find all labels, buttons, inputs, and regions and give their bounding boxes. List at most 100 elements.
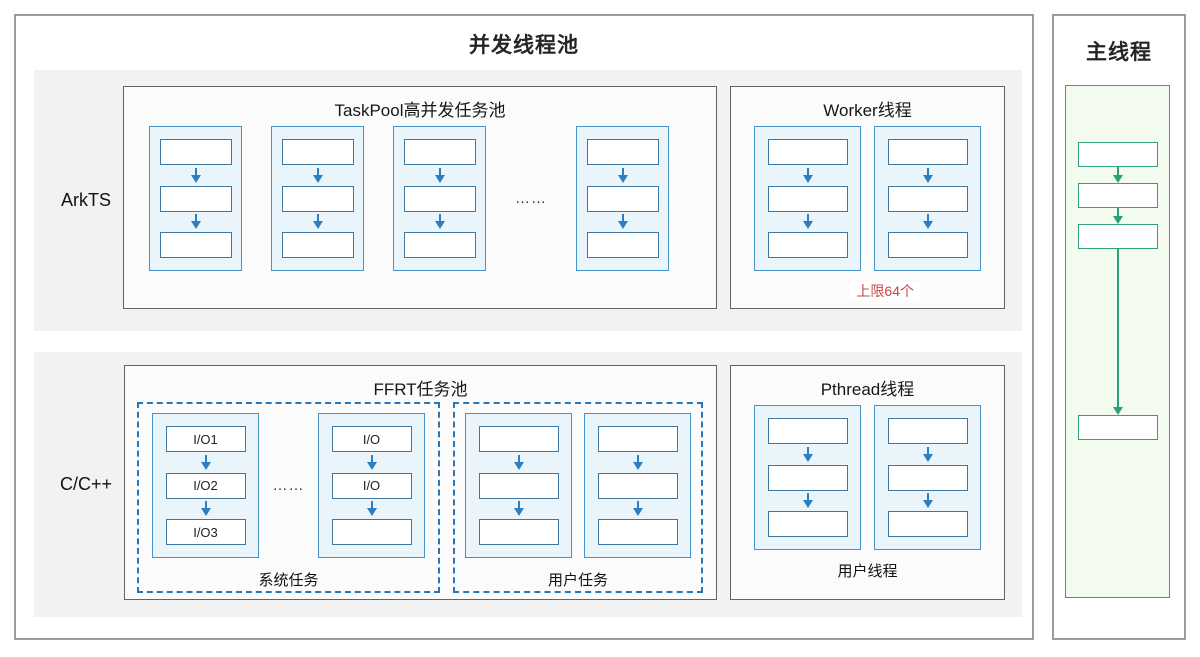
task-column [393,126,486,271]
task-cell [1077,415,1158,440]
arrow-down-icon [513,501,525,517]
task-cell [1077,183,1158,208]
arrow-down-icon [190,167,202,183]
ellipsis-text: …… [515,190,547,207]
task-cell [597,472,678,499]
system-tasks-label: 系统任务 [258,572,319,589]
task-column [754,405,861,550]
user-tasks-group: 用户任务 [453,402,703,593]
taskpool-title: TaskPool高并发任务池 [334,101,506,120]
concurrent-pool-panel: 并发线程池 ArkTS TaskPool高并发任务池 [14,14,1034,640]
task-cell [887,418,968,444]
pthread-columns [731,405,1004,550]
task-cell [887,139,968,165]
arrow-down-icon [190,214,202,230]
task-cell [1077,142,1158,167]
arkts-label: ArkTS [60,190,111,210]
main-thread-panel: 主线程 [1052,14,1186,640]
task-cell [887,511,968,537]
task-cell [478,472,559,499]
task-cell [586,139,659,165]
arrow-down-icon [1112,167,1124,183]
arrow-down-icon [513,454,525,470]
task-cell [887,232,968,258]
task-cell [887,185,968,212]
main-thread-lane [1065,85,1170,598]
task-cell: I/O [331,472,412,499]
task-cell [331,519,412,545]
arrow-down-icon [312,214,324,230]
task-cell: I/O1 [165,426,246,452]
cpp-row: C/C++ FFRT任务池 I/O1 I/O2 I/O3 …… [34,352,1022,617]
task-column [754,126,861,271]
task-cell [281,139,354,165]
ellipsis-text: …… [272,477,305,494]
arrow-down-icon [802,214,814,230]
worker-columns [731,126,1004,271]
ffrt-box: FFRT任务池 I/O1 I/O2 I/O3 …… I/O [124,365,717,600]
arrow-down-icon [922,493,934,509]
arrow-down-icon [802,446,814,462]
arrow-down-icon [802,167,814,183]
user-thread-label: 用户线程 [837,563,898,580]
task-cell [586,185,659,212]
arkts-row: ArkTS TaskPool高并发任务池 [34,70,1022,331]
arrow-down-icon [632,454,644,470]
task-cell [478,519,559,545]
task-cell [767,418,848,444]
arrow-down-icon [434,167,446,183]
task-cell [767,511,848,537]
task-cell [478,426,559,452]
arrow-down-icon [200,501,212,517]
arrow-down-icon [922,214,934,230]
diagram-title: 并发线程池 [469,34,579,57]
task-column [271,126,364,271]
arrow-down-icon [617,167,629,183]
task-cell [597,426,678,452]
user-tasks-columns [455,413,701,558]
worker-title: Worker线程 [823,101,912,120]
task-cell [403,185,476,212]
task-cell [887,464,968,491]
arrow-down-icon [200,454,212,470]
task-cell [403,232,476,258]
task-column [465,413,572,558]
pthread-title: Pthread线程 [820,380,915,399]
task-column [874,126,981,271]
arrow-down-icon [802,493,814,509]
task-cell [159,232,232,258]
task-cell [767,139,848,165]
arrow-down-icon [312,167,324,183]
task-cell [767,185,848,212]
main-thread-title: 主线程 [1086,41,1152,64]
arrow-down-icon [366,454,378,470]
taskpool-box: TaskPool高并发任务池 [123,86,717,309]
task-cell [586,232,659,258]
task-cell [281,232,354,258]
arrow-down-icon [617,214,629,230]
task-cell: I/O3 [165,519,246,545]
arrow-down-icon [1112,208,1124,224]
task-column: I/O I/O [318,413,425,558]
task-cell [159,185,232,212]
ffrt-groups: I/O1 I/O2 I/O3 …… I/O I/O [137,402,703,593]
task-cell: I/O [331,426,412,452]
task-cell [403,139,476,165]
arrow-down-icon [922,446,934,462]
arrow-down-icon [922,167,934,183]
task-cell [767,232,848,258]
task-column [874,405,981,550]
arrow-down-icon [434,214,446,230]
task-column [149,126,242,271]
worker-box: Worker线程 上限64个 [730,86,1005,309]
arrow-down-icon [632,501,644,517]
task-cell [1077,224,1158,249]
arrow-down-icon [366,501,378,517]
task-column [576,126,669,271]
task-cell [281,185,354,212]
cpp-label: C/C++ [59,474,113,494]
arrow-down-icon [1112,249,1124,415]
task-cell: I/O2 [165,472,246,499]
ffrt-title: FFRT任务池 [373,380,468,399]
system-tasks-group: I/O1 I/O2 I/O3 …… I/O I/O [137,402,440,593]
